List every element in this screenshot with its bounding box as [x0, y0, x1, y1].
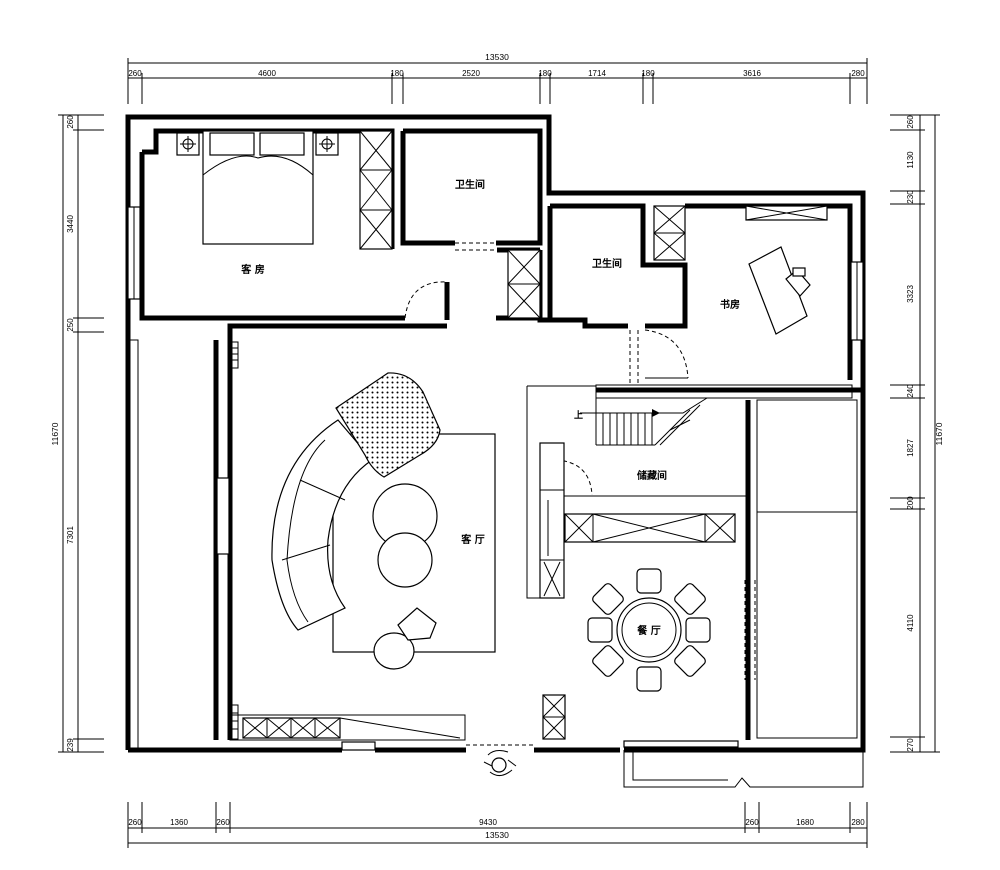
door-storage	[555, 459, 593, 496]
left-dim-1: 260	[66, 115, 75, 129]
windows	[127, 206, 864, 751]
bottom-total-dimension: 13530	[485, 830, 509, 840]
entry-person-icon	[483, 750, 517, 776]
doors	[404, 242, 689, 746]
bottom-dim-5: 260	[745, 818, 759, 827]
top-dim-8: 3616	[743, 69, 761, 78]
dimension-bottom: 260 1360 260 9430 260 1680 280 13530	[127, 802, 868, 848]
top-dim-1: 260	[128, 69, 142, 78]
dining-table	[616, 597, 682, 663]
top-dim-5: 180	[538, 69, 552, 78]
dimension-top: 13530 260 4600 180 2520 180 1714 180 361…	[127, 52, 868, 104]
wardrobes	[242, 130, 828, 740]
right-total-dimension: 11670	[934, 422, 944, 445]
right-dim-5: 240	[906, 384, 915, 398]
dining-chair	[592, 645, 624, 677]
guest-bed	[176, 130, 339, 245]
label-storage: 储藏间	[636, 469, 667, 482]
right-dim-7: 200	[906, 496, 915, 510]
right-dim-8: 4110	[906, 614, 915, 632]
right-dim-1: 260	[906, 115, 915, 129]
left-total-dimension: 11670	[50, 422, 60, 445]
bottom-dim-3: 260	[216, 818, 230, 827]
dining-chair	[636, 568, 662, 594]
lounge-chair	[335, 372, 441, 478]
dining-chair	[587, 617, 613, 643]
wall-markers	[231, 341, 239, 740]
coffee-table-2	[377, 532, 433, 588]
right-dim-9: 270	[906, 738, 915, 752]
top-dim-2: 4600	[258, 69, 276, 78]
living-room-furniture	[271, 372, 496, 670]
study-desk	[748, 246, 811, 335]
top-dim-9: 280	[851, 69, 865, 78]
dining-set	[587, 568, 711, 692]
right-dim-6: 1827	[906, 439, 915, 457]
dining-chair	[636, 666, 662, 692]
top-dim-4: 2520	[462, 69, 480, 78]
left-dim-2: 3440	[66, 215, 75, 233]
sofa	[271, 419, 373, 631]
bottom-dim-7: 280	[851, 818, 865, 827]
window-balcony	[623, 740, 739, 748]
stair-up-label: 上	[574, 409, 583, 421]
top-dim-3: 180	[390, 69, 404, 78]
left-dim-4: 7301	[66, 526, 75, 544]
label-guest-room: 客 房	[240, 263, 264, 276]
top-total-dimension: 13530	[485, 52, 509, 62]
bottom-dim-6: 1680	[796, 818, 814, 827]
dimension-left: 11670 260 3440 250 7301 239	[50, 114, 104, 753]
dining-chair	[674, 645, 706, 677]
left-dim-3: 250	[66, 318, 75, 332]
top-dim-7: 180	[641, 69, 655, 78]
bottom-dim-2: 1360	[170, 818, 188, 827]
right-dim-2: 1130	[906, 151, 915, 169]
dimension-right: 260 1130 230 3323 240 1827 200 4110 270 …	[890, 114, 944, 753]
label-living-room: 客 厅	[460, 533, 484, 546]
label-bathroom-2: 卫生间	[592, 257, 622, 270]
label-study: 书房	[720, 298, 740, 311]
dining-chair	[674, 583, 706, 615]
staircase: 上	[574, 397, 708, 446]
door-study	[644, 329, 689, 379]
label-dining-room: 餐 厅	[636, 624, 660, 637]
room-labels: 客 房 卫生间 卫生间 书房 储藏间 客 厅 餐 厅	[240, 178, 740, 637]
right-dim-3: 230	[906, 190, 915, 204]
dining-chair	[592, 583, 624, 615]
window-living-left	[216, 477, 230, 555]
bottom-dim-1: 260	[128, 818, 142, 827]
top-dim-6: 1714	[588, 69, 606, 78]
left-dim-5: 239	[66, 738, 75, 752]
door-guest-room	[404, 281, 448, 319]
window-bottom	[341, 741, 376, 751]
label-bathroom-1: 卫生间	[455, 178, 485, 191]
cabinet-storage	[539, 442, 565, 599]
dining-chair	[685, 617, 711, 643]
accent-chair	[373, 607, 437, 670]
right-dim-4: 3323	[906, 285, 915, 303]
bottom-dim-4: 9430	[479, 818, 497, 827]
